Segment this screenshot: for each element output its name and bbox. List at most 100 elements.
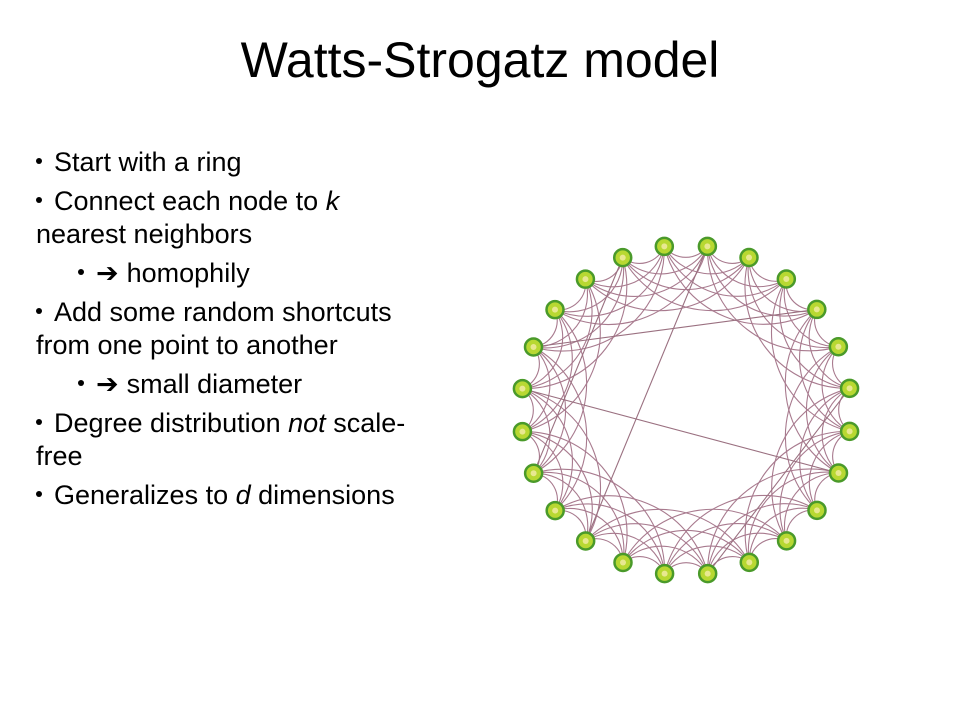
ring-edge [522,278,593,390]
ring-edge [663,246,787,297]
network-node [523,463,544,484]
ring-edge [622,246,708,275]
ring-edge [622,257,787,312]
ring-edge [533,346,567,474]
ring-edge [747,257,839,349]
bullet-text: scale-free [36,408,406,471]
bullet-variable: d [235,480,251,510]
ring-edge [522,388,602,542]
ring-edge [779,278,850,389]
ring-edge [533,346,588,511]
ring-edge [770,278,850,432]
ring-edge [783,278,839,348]
ring-edge [522,431,593,542]
ring-edge [585,246,708,297]
network-node [776,531,797,551]
ring-edge [533,468,666,574]
network-node [654,563,675,584]
bullet-text: dimensions [250,480,395,510]
network-node [545,500,565,521]
ring-edge [799,309,850,432]
bullet-text: Start with a ring [54,147,242,177]
arrow-icon: ➔ [96,258,119,288]
network-node [828,336,849,357]
ring-edge [554,246,708,326]
ring-edge [664,494,818,574]
sub-bullet-item: ➔small diameter [36,368,426,401]
ring-edge [622,529,750,563]
network-node [739,247,759,268]
network-node [612,247,633,268]
ring-edge [533,472,589,542]
network-node [697,236,718,257]
ring-edge [706,246,787,288]
network-node [739,552,760,573]
ring-edge [533,471,625,563]
ring-edge [585,532,666,574]
network-node [776,269,797,289]
watts-strogatz-network-diagram [512,236,860,584]
ring-edge [771,387,850,542]
ring-edge [784,346,839,511]
ring-edge [533,246,665,352]
bullet-emphasis: not [288,408,326,438]
slide-title: Watts-Strogatz model [240,32,720,88]
ring-edge [783,472,839,541]
network-node [512,421,533,442]
ring-edge [622,508,787,563]
bullet-item: Start with a ring [36,146,426,179]
ring-edge [663,246,818,325]
network-node [654,236,675,257]
bullet-item: Connect each node to k nearest neighbors [36,185,426,251]
bullet-dot-icon [36,307,42,314]
network-node [807,500,827,521]
ring-edge [821,346,850,432]
ring-edge [522,388,573,511]
network-node [575,531,596,551]
ring-edge [706,246,839,352]
ring-edge [554,257,624,313]
network-node [523,337,544,357]
ring-edge [622,545,709,574]
ring-edge [622,257,750,291]
ring-edge [808,309,850,389]
bullet-dot-icon [36,157,42,164]
ring-edge [706,246,818,317]
network-node [512,378,533,399]
ring-edge [779,430,850,542]
ring-edge [663,246,750,275]
ring-edge [554,246,665,317]
ring-edge [805,346,839,474]
ring-edge [707,503,818,574]
bullet-text: homophily [126,258,250,288]
network-node [828,463,849,483]
ring-edge [799,387,850,511]
bullet-item: Add some random shortcuts from one point… [36,296,426,362]
ring-edge [522,431,564,511]
bullet-text: Degree distribution [54,408,289,438]
network-node [545,299,565,320]
arrow-icon: ➔ [96,369,119,399]
network-node [839,421,860,442]
bullet-variable: k [325,186,340,216]
ring-edge [522,346,551,433]
ring-edge [533,309,588,474]
ring-edge [707,532,787,574]
bullet-dot-icon [78,268,84,275]
ring-edge [784,309,839,474]
shortcut-edge [533,257,624,474]
ring-edge [707,468,839,574]
network-node [575,269,596,289]
ring-edge [808,430,850,511]
bullet-text: Connect each node to [54,186,326,216]
network-node [839,378,860,399]
shortcut-edge [533,308,817,348]
network-node [807,299,827,320]
network-shortcuts [522,246,851,574]
ring-edge [522,309,564,390]
bullet-text: small diameter [126,369,303,399]
network-edges [522,246,850,574]
bullet-text: Add some random shortcuts from one point… [36,297,392,360]
ring-edge [522,257,628,390]
ring-edge [747,471,839,563]
